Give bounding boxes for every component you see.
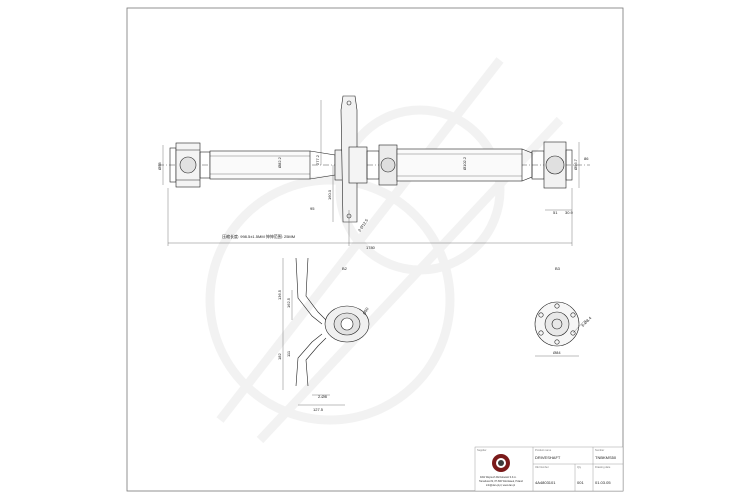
center-bearing-view: [295, 257, 370, 387]
company-address: Tamarkow 82, 87-800 Wloclawek, Poland: [479, 480, 524, 483]
company-logo: [492, 454, 510, 472]
company-contact: info@dan-pl.pl, www.dan.pl: [486, 484, 515, 487]
dim-right-height: 86: [584, 156, 589, 161]
dim-tube-dia-2: Ø102.2: [462, 156, 467, 170]
dim-right-flange: Ø96.7: [573, 158, 578, 170]
dim-c-bolt: 6-Ø8.4: [580, 315, 593, 328]
dim-bearing-height-1: 277.2: [315, 154, 320, 165]
dim-b-height-1: 162.5: [286, 297, 291, 308]
dim-b-height-3: 111: [286, 350, 291, 357]
drawing-date-label: Drawing date: [595, 465, 611, 469]
dim-b-bore: Ø50: [362, 306, 370, 316]
part-number-label: Number: [595, 448, 604, 452]
dim-overall-length: 1780: [366, 245, 376, 250]
oe-number-label: OE Number: [535, 465, 549, 469]
part-number-value: TNBKMS50: [595, 455, 617, 460]
dim-right-len-1: 51: [553, 210, 558, 215]
drawing-frame: [126, 7, 624, 492]
view-b-dimension-lines: [282, 258, 345, 406]
dim-tube-dia-1: Ø82.2: [277, 156, 282, 168]
oe-number-value: 4A4803101: [535, 480, 556, 485]
dim-b-width-top: 136.5: [277, 289, 282, 300]
product-name-label: Product name: [535, 448, 552, 452]
main-dimension-lines: [162, 100, 580, 246]
qty-label: Qty: [577, 465, 582, 469]
dim-left-flange: Ø98: [157, 162, 162, 170]
watermark-logo: [205, 57, 564, 444]
view-c-label: B3: [555, 266, 561, 271]
driveshaft-side-view: [158, 95, 590, 223]
drawing-date-value: 01.03.05: [595, 480, 611, 485]
flange-end-view: [534, 301, 580, 347]
view-c-dimension-lines: [535, 319, 586, 357]
view-b-label: B2: [342, 266, 348, 271]
dim-c-dia: Ø84: [553, 350, 561, 355]
dim-b-height-2: 182: [277, 353, 282, 360]
dim-b-width-bottom: 127.5: [313, 407, 324, 412]
dim-compressed-length-note: 压缩长度: 998.5±1.5MM 伸伸范围: 25MM: [222, 233, 295, 239]
product-name-value: DRIVESHAFT: [535, 455, 561, 460]
dim-bearing-offset: 95: [310, 206, 315, 211]
dim-right-len-2: 30.9: [565, 210, 574, 215]
dim-b-slot: 2-Ø8: [318, 394, 328, 399]
dim-bearing-height-2: 160.0: [327, 189, 332, 200]
company-name: DAN Wojciech Michalowski S.K.A.: [480, 476, 517, 479]
qty-value: 001: [577, 480, 584, 485]
supplier-label: Supplier: [477, 448, 487, 452]
